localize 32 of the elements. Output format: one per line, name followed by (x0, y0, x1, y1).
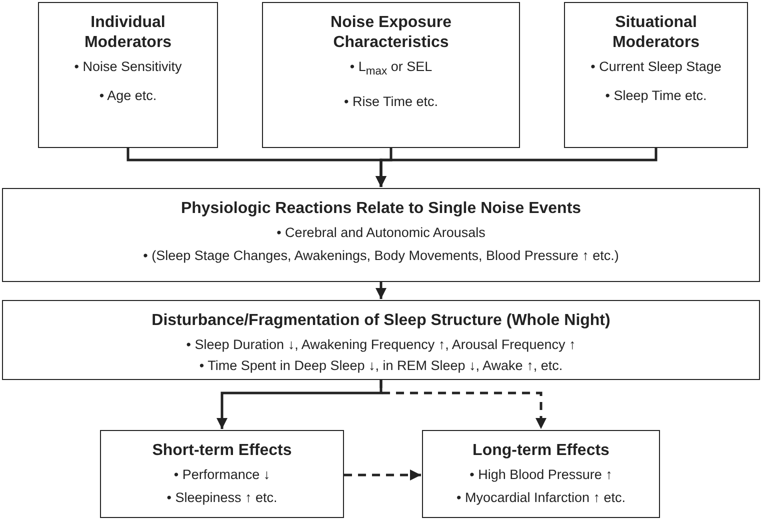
bullet-text: • Cerebral and Autonomic Arousals (276, 224, 486, 242)
arrow (380, 380, 547, 429)
bullet-text: • High Blood Pressure ↑ (470, 466, 612, 484)
process-box (38, 2, 218, 148)
process-box (2, 300, 760, 380)
process-box (100, 430, 344, 518)
bullet-text: • Rise Time etc. (344, 92, 438, 111)
bullet-text: • L$_{max}$ or SEL (350, 58, 432, 80)
box-heading: Short-term Effects (152, 441, 292, 461)
bullet-text: • Age etc. (99, 87, 157, 105)
bullet-text: • Sleep Duration ↓, Awakening Frequency ↑, Arousal Frequency ↑ (186, 336, 576, 354)
process-box (564, 2, 748, 148)
box-heading: Noise Exposure Characteristics (330, 13, 452, 53)
arrow (375, 282, 387, 299)
box-heading: Disturbance/Fragmentation of Sleep Structure (Whole Night) (152, 311, 610, 331)
bullet-text: • Myocardial Infarction ↑ etc. (456, 489, 626, 507)
bullet-text: • Current Sleep Stage (590, 58, 722, 76)
arrow (344, 469, 421, 481)
bullet-text: • Sleep Time etc. (605, 87, 707, 105)
bullet-text: • Performance ↓ (174, 466, 270, 484)
box-heading: Physiologic Reactions Relate to Single Noise Events (180, 199, 582, 219)
process-box (422, 430, 660, 518)
bullet-text: • Time Spent in Deep Sleep ↓, in REM Sleep ↓, Awake ↑, etc. (199, 357, 563, 375)
box-heading: Long-term Effects (472, 441, 610, 461)
box-heading: Individual Moderators (83, 13, 173, 53)
process-box (262, 2, 520, 148)
bullet-text: • Sleepiness ↑ etc. (166, 489, 278, 507)
bullet-text: • (Sleep Stage Changes, Awakenings, Body Movements, Blood Pressure ↑ etc.) (143, 247, 619, 265)
bullet-text: • Noise Sensitivity (74, 58, 182, 76)
box-heading: Situational Moderators (611, 13, 701, 53)
arrow (375, 148, 658, 187)
process-box (2, 188, 760, 282)
